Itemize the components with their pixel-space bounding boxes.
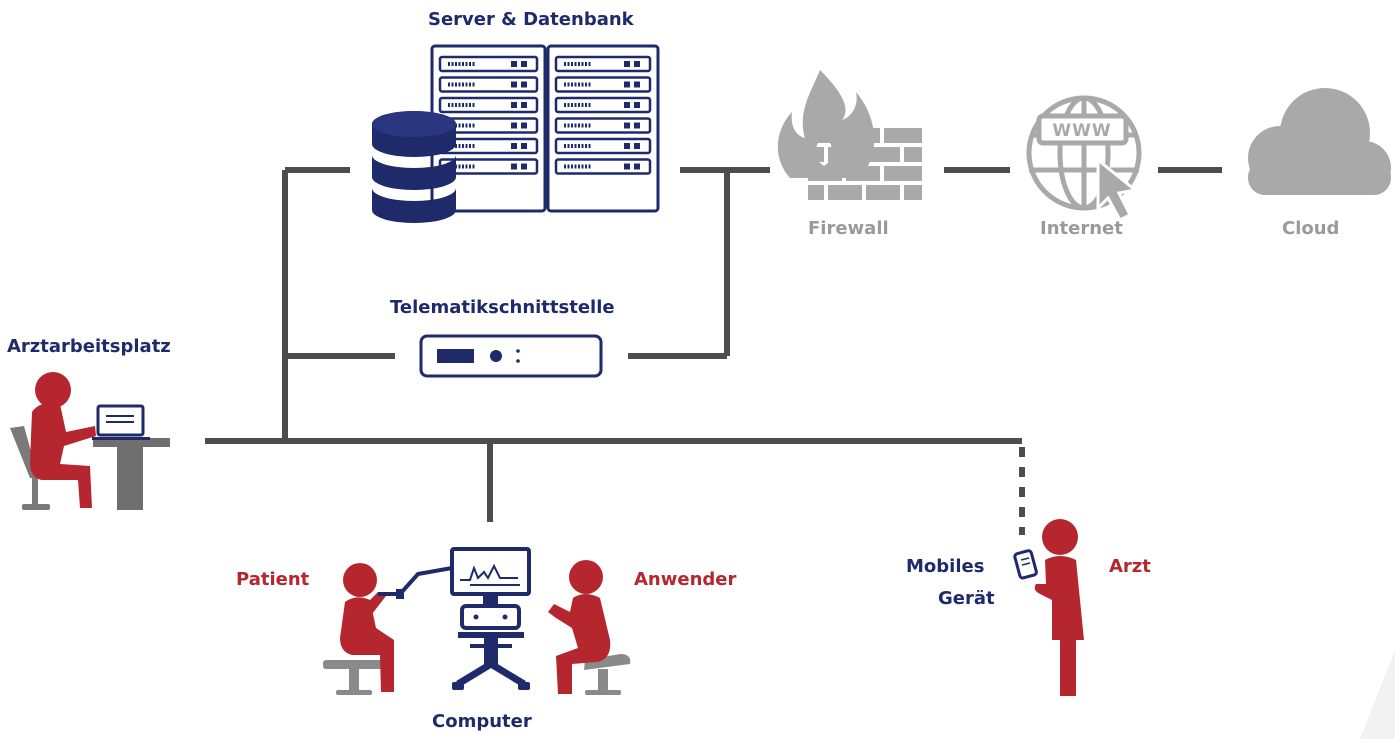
server-led	[624, 61, 630, 67]
server-led	[511, 81, 517, 88]
server-unit	[438, 76, 539, 93]
patient-label: Patient	[236, 569, 310, 590]
firewall-label: Firewall	[808, 218, 889, 239]
server-led	[511, 163, 517, 170]
globe-icon	[1026, 95, 1142, 222]
server-led	[634, 122, 640, 129]
telematik-label: Telematikschnittstelle	[390, 297, 615, 318]
firewall-icon	[777, 70, 922, 200]
workstation-icon	[10, 372, 170, 510]
internet-label: Internet	[1040, 218, 1123, 239]
server-led	[511, 143, 517, 149]
cloud-icon	[1248, 88, 1391, 195]
server-led	[624, 122, 630, 129]
server-unit	[554, 158, 652, 175]
patient-icon	[323, 563, 453, 695]
doctor-icon	[1034, 519, 1084, 696]
server-unit	[554, 76, 652, 93]
server-led	[634, 61, 640, 67]
mobiles-label: Mobiles	[906, 556, 985, 577]
server-led	[511, 102, 517, 108]
server-unit	[438, 96, 539, 114]
network-lines	[205, 167, 1222, 535]
arztarbeitsplatz-label: Arztarbeitsplatz	[7, 336, 171, 357]
computer-label: Computer	[432, 711, 532, 732]
cloud-label: Cloud	[1282, 218, 1340, 239]
server-led	[521, 122, 527, 129]
server-led	[624, 102, 630, 108]
server-led	[511, 61, 517, 67]
server-led	[624, 143, 630, 149]
server-led	[634, 143, 640, 149]
server-led	[521, 61, 527, 67]
server-led	[521, 81, 527, 88]
server-unit	[554, 55, 652, 73]
server-unit	[438, 55, 539, 73]
corner-accent	[1360, 650, 1395, 739]
server-rack-icon	[430, 44, 660, 213]
server-label: Server & Datenbank	[428, 9, 634, 30]
server-led	[511, 122, 517, 129]
server-unit	[554, 96, 652, 114]
server-led	[634, 102, 640, 108]
server-unit	[554, 137, 652, 155]
arzt-label: Arzt	[1109, 556, 1151, 577]
connector-icon	[419, 334, 603, 378]
anwender-label: Anwender	[634, 569, 737, 590]
computer-cart-icon	[450, 547, 531, 690]
server-led	[521, 102, 527, 108]
database-icon	[372, 111, 456, 223]
user-icon	[548, 560, 631, 695]
server-led	[624, 163, 630, 170]
server-led	[521, 163, 527, 170]
server-led	[521, 143, 527, 149]
server-led	[634, 163, 640, 170]
server-led	[634, 81, 640, 88]
server-led	[624, 81, 630, 88]
server-unit	[554, 117, 652, 134]
geraet-label: Gerät	[938, 588, 995, 609]
mobile-device-icon	[1013, 549, 1038, 580]
internet-badge-text: WWW	[1052, 121, 1111, 141]
